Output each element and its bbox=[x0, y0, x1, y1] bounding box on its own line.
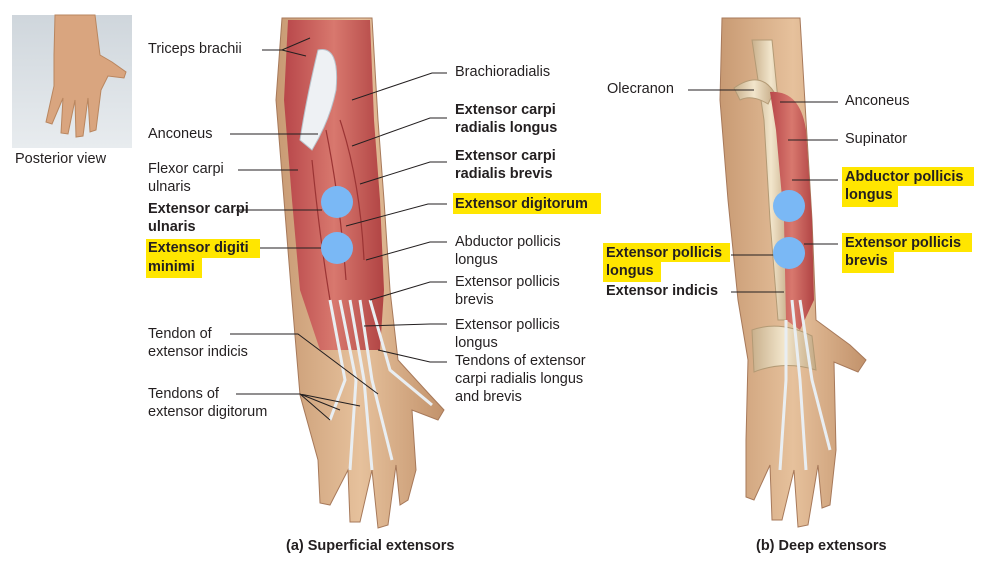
marker-extensor-pollicis bbox=[773, 237, 805, 269]
label-epl-2: longus bbox=[455, 335, 498, 351]
label-tendons-extensor-digitorum-2: extensor digitorum bbox=[148, 404, 268, 420]
label-apl-2: longus bbox=[455, 252, 498, 268]
label-flexor-carpi-ulnaris-1: Flexor carpi bbox=[148, 161, 224, 177]
label-extensor-carpi-ulnaris-1: Extensor carpi bbox=[148, 201, 249, 217]
label-olecranon: Olecranon bbox=[607, 81, 674, 97]
highlight-epl-deep-1 bbox=[603, 243, 730, 262]
superficial-leader-lines bbox=[230, 37, 447, 421]
label-supinator: Supinator bbox=[845, 131, 908, 147]
label-deep-epl-1: Extensor pollicis bbox=[606, 245, 723, 261]
label-extensor-carpi-ulnaris-2: ulnaris bbox=[148, 219, 196, 235]
caption-superficial: (a) Superficial extensors bbox=[286, 538, 455, 554]
highlight-epl-deep-2 bbox=[603, 262, 661, 282]
label-deep-anconeus: Anconeus bbox=[845, 93, 910, 109]
label-deep-epl-2: longus bbox=[606, 263, 654, 279]
superficial-arm-illustration bbox=[275, 17, 445, 529]
posterior-view-thumbnail bbox=[12, 14, 132, 148]
marker-extensor-carpi-ulnaris bbox=[321, 186, 353, 218]
label-tendons-extensor-digitorum-1: Tendons of bbox=[148, 386, 219, 402]
label-extensor-digiti-minimi-2: minimi bbox=[148, 259, 195, 275]
label-deep-epb-1: Extensor pollicis bbox=[845, 235, 962, 251]
label-tecr-2: carpi radialis longus bbox=[455, 371, 584, 387]
label-ecrl-2: radialis longus bbox=[455, 120, 558, 136]
label-epl-1: Extensor pollicis bbox=[455, 317, 560, 333]
marker-extensor-digiti-minimi bbox=[321, 232, 353, 264]
caption-deep: (b) Deep extensors bbox=[756, 538, 887, 554]
label-extensor-indicis: Extensor indicis bbox=[606, 283, 719, 299]
label-deep-epb-2: brevis bbox=[845, 253, 888, 269]
label-extensor-digiti-minimi-1: Extensor digiti bbox=[148, 240, 249, 256]
label-ecrb-2: radialis brevis bbox=[455, 166, 553, 182]
label-tecr-3: and brevis bbox=[455, 389, 522, 405]
marker-abductor-pollicis-longus bbox=[773, 190, 805, 222]
label-epb-1: Extensor pollicis bbox=[455, 274, 560, 290]
highlight-extensor-digiti-2 bbox=[146, 258, 202, 278]
label-flexor-carpi-ulnaris-2: ulnaris bbox=[148, 179, 191, 195]
highlight-extensor-digitorum bbox=[453, 193, 601, 214]
label-anconeus: Anconeus bbox=[148, 126, 213, 142]
label-ecrb-1: Extensor carpi bbox=[455, 148, 556, 164]
label-deep-apl-2: longus bbox=[845, 187, 893, 203]
label-ecrl-1: Extensor carpi bbox=[455, 102, 556, 118]
highlight-extensor-digiti-1 bbox=[146, 239, 260, 258]
label-brachioradialis: Brachioradialis bbox=[455, 64, 551, 80]
deep-leader-lines bbox=[688, 89, 838, 293]
highlight-apl-deep-1 bbox=[842, 167, 974, 186]
label-tendon-extensor-indicis-1: Tendon of bbox=[148, 326, 212, 342]
label-extensor-digitorum: Extensor digitorum bbox=[455, 196, 588, 212]
highlight-epb-deep-1 bbox=[842, 233, 972, 252]
label-epb-2: brevis bbox=[455, 292, 494, 308]
label-apl-1: Abductor pollicis bbox=[455, 234, 561, 250]
label-deep-apl-1: Abductor pollicis bbox=[845, 169, 964, 185]
label-tecr-1: Tendons of extensor bbox=[455, 353, 586, 369]
highlight-epb-deep-2 bbox=[842, 252, 894, 273]
label-triceps-brachii: Triceps brachii bbox=[148, 41, 242, 57]
posterior-view-caption: Posterior view bbox=[15, 151, 107, 167]
deep-arm-illustration bbox=[719, 17, 867, 528]
highlight-apl-deep-2 bbox=[842, 186, 898, 207]
label-tendon-extensor-indicis-2: extensor indicis bbox=[148, 344, 248, 360]
